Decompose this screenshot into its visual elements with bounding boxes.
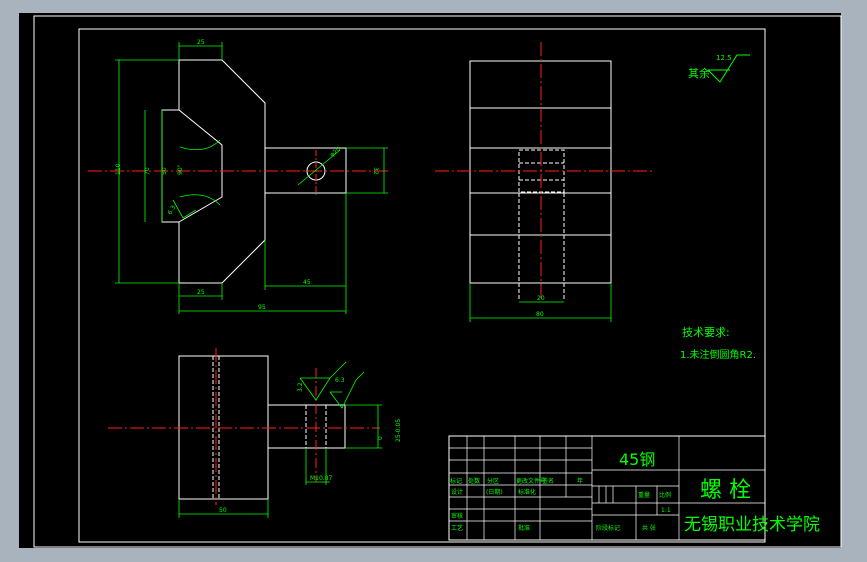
header-2: 分区: [487, 477, 499, 485]
dim-bottom-mid: 45: [303, 279, 311, 286]
header-1: 处数: [468, 477, 480, 485]
dim-inner-height-1: 70: [144, 167, 151, 175]
dim-bottom-hole: M10.87: [310, 475, 333, 482]
dim-slot-width: 20: [537, 295, 545, 302]
stage-label: 阶段标记: [596, 524, 620, 532]
v-notch: [178, 109, 223, 223]
dim-tolerance-1: 25-0.05: [395, 419, 402, 442]
dim-boss-height: 32: [372, 167, 379, 175]
sheets-label: 共 张: [642, 524, 656, 532]
title-block: 45钢 螺 栓 无锡职业技术学院 1:1 标记 处数 分区 更改文件号 签名 年…: [448, 435, 820, 541]
dim-overall-height: 110: [115, 163, 122, 175]
roughness-label: 其余: [688, 66, 710, 80]
dim-roughness-b: 6.3: [335, 377, 345, 384]
dim-top-width: 25: [197, 39, 205, 46]
tech-req-title: 技术要求:: [682, 326, 730, 339]
material: 45钢: [619, 450, 655, 469]
front-view: 25 110 70 50 90° 6.3 32 φ20 25 45 95: [88, 39, 388, 314]
header-4: 签名: [542, 477, 554, 485]
date-label: (日期): [486, 488, 503, 496]
std-label: 标准化: [518, 488, 536, 496]
dim-inner-height-2: 50: [161, 167, 168, 175]
part-name: 螺 栓: [700, 478, 751, 503]
dim-overall-width: 95: [258, 304, 266, 311]
roughness-note: 其余 12.5: [688, 54, 750, 83]
drawing-canvas[interactable]: [19, 13, 841, 548]
dim-roughness-left: 6.3: [167, 204, 178, 216]
header-0: 标记: [450, 477, 462, 485]
dim-angle: 90°: [177, 164, 184, 175]
tech-req-item: 1.未注倒圆角R2.: [680, 348, 756, 361]
header-5: 年: [577, 477, 583, 485]
approve-label: 批准: [518, 524, 530, 532]
row-1: 审核: [451, 512, 463, 520]
dim-bottom-left: 25: [197, 289, 205, 296]
bottom-view: 50 3.2 6.3 M10.87 25-0.05 0: [108, 348, 402, 518]
roughness-value: 12.5: [716, 54, 732, 62]
dim-tolerance-2: 0: [377, 436, 384, 440]
row-0: 设计: [451, 488, 463, 496]
header-3: 更改文件号: [516, 477, 546, 485]
dim-bottom-width: 50: [219, 507, 227, 514]
dim-roughness-a: 3.2: [297, 382, 304, 392]
weight-label: 重量: [638, 491, 650, 499]
dim-side-width: 80: [536, 311, 544, 318]
outer-border: [33, 15, 842, 548]
inner-border: [78, 28, 766, 543]
row-2: 工艺: [451, 524, 463, 532]
scale: 1:1: [661, 507, 671, 514]
ratio-label: 比例: [659, 491, 671, 499]
side-view: 20 80: [435, 42, 652, 322]
school-name: 无锡职业技术学院: [684, 515, 820, 535]
